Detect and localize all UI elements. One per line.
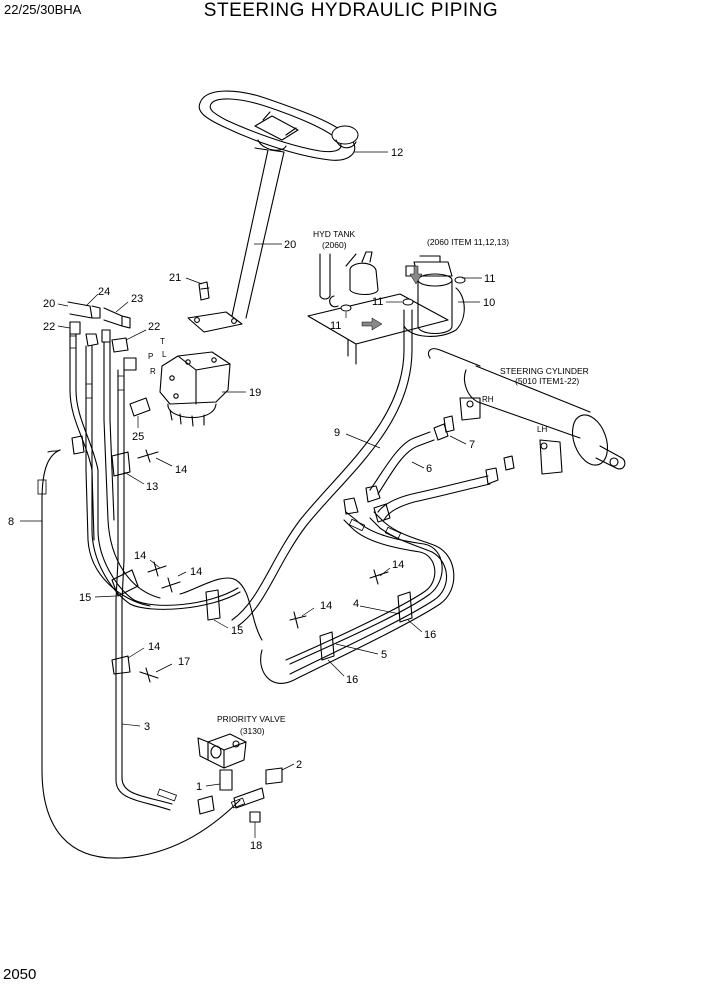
callout-18: 18 — [250, 840, 262, 852]
hoses-left — [37, 333, 241, 859]
callout-2: 2 — [296, 759, 302, 771]
callout-20-left: 20 — [43, 298, 55, 310]
callout-10: 10 — [483, 297, 495, 309]
port-t-label: T — [160, 337, 165, 346]
hyd-tank-ref: (2060) — [322, 240, 347, 250]
column-bolt — [198, 281, 210, 301]
callout-13: 13 — [146, 481, 158, 493]
callout-22-left: 22 — [43, 321, 55, 333]
callout-11: 11 — [484, 273, 495, 285]
flow-arrow-icon — [361, 317, 383, 331]
callout-12: 12 — [391, 147, 403, 159]
callout-14: 14 — [392, 559, 404, 571]
callout-5: 5 — [381, 649, 387, 661]
leader-lines — [20, 151, 482, 838]
hyd-tank-caption: HYD TANK — [313, 229, 356, 239]
callout-16: 16 — [424, 629, 436, 641]
callout-14: 14 — [134, 550, 146, 562]
steering-cylinder — [427, 348, 626, 475]
hyd-tank — [319, 251, 379, 300]
port-l-label: L — [162, 350, 167, 359]
bolts — [137, 449, 389, 683]
unit-fittings — [67, 301, 151, 417]
callout-4: 4 — [353, 598, 359, 610]
mounting-plate — [307, 293, 449, 365]
priority-valve-ref: (3130) — [240, 726, 265, 736]
callout-14: 14 — [190, 566, 202, 578]
callout-23: 23 — [131, 293, 143, 305]
return-pipe — [231, 309, 413, 627]
callout-3: 3 — [144, 721, 150, 733]
callout-11: 11 — [330, 320, 341, 332]
callout-14: 14 — [175, 464, 187, 476]
page-number: 2050 — [3, 966, 37, 983]
callout-22-mid: 22 — [148, 321, 160, 333]
port-p-label: P — [148, 352, 153, 361]
callout-7: 7 — [469, 439, 475, 451]
priority-valve-caption: PRIORITY VALVE — [217, 714, 286, 724]
callout-8: 8 — [8, 516, 14, 528]
hose-clamps — [71, 435, 413, 675]
callout-20: 20 — [284, 239, 296, 251]
page-title: STEERING HYDRAULIC PIPING — [203, 0, 499, 21]
rh-label: RH — [482, 395, 494, 404]
callout-19: 19 — [249, 387, 261, 399]
callout-1: 1 — [196, 781, 202, 793]
callout-21: 21 — [169, 272, 181, 284]
callout-17: 17 — [178, 656, 190, 668]
flow-arrow-icon — [409, 265, 423, 285]
callout-15: 15 — [231, 625, 243, 637]
priority-valve — [157, 733, 283, 823]
filter-ref-caption: (2060 ITEM 11,12,13) — [427, 237, 509, 247]
small-nuts — [340, 276, 466, 312]
steering-wheel — [198, 90, 359, 161]
steering-unit — [159, 351, 231, 427]
return-filter — [329, 255, 465, 337]
steering-cylinder-caption: STEERING CYLINDER — [500, 366, 589, 376]
callout-11: 11 — [372, 296, 383, 308]
cylinder-pipes — [179, 431, 491, 684]
port-r-label: R — [150, 367, 156, 376]
cylinder-fittings — [343, 415, 515, 540]
callout-15: 15 — [79, 592, 91, 604]
callout-24: 24 — [98, 286, 110, 298]
callout-9: 9 — [334, 427, 340, 439]
callout-6: 6 — [426, 463, 432, 475]
model-code: 22/25/30BHA — [4, 2, 82, 17]
steering-cylinder-ref: (5010 ITEM1-22) — [515, 376, 579, 386]
callout-14: 14 — [320, 600, 332, 612]
callout-16: 16 — [346, 674, 358, 686]
lh-label: LH — [537, 425, 547, 434]
callout-25: 25 — [132, 431, 144, 443]
callout-14: 14 — [148, 641, 160, 653]
steering-column — [187, 139, 287, 333]
